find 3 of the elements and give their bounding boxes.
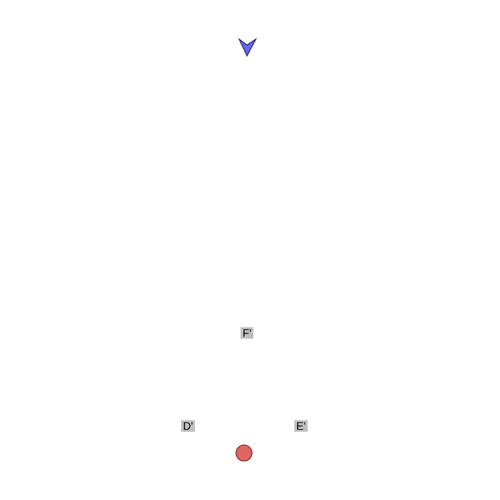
point-label: D' bbox=[180, 420, 196, 432]
point-label: F' bbox=[240, 327, 254, 339]
point-label: E' bbox=[294, 420, 308, 432]
